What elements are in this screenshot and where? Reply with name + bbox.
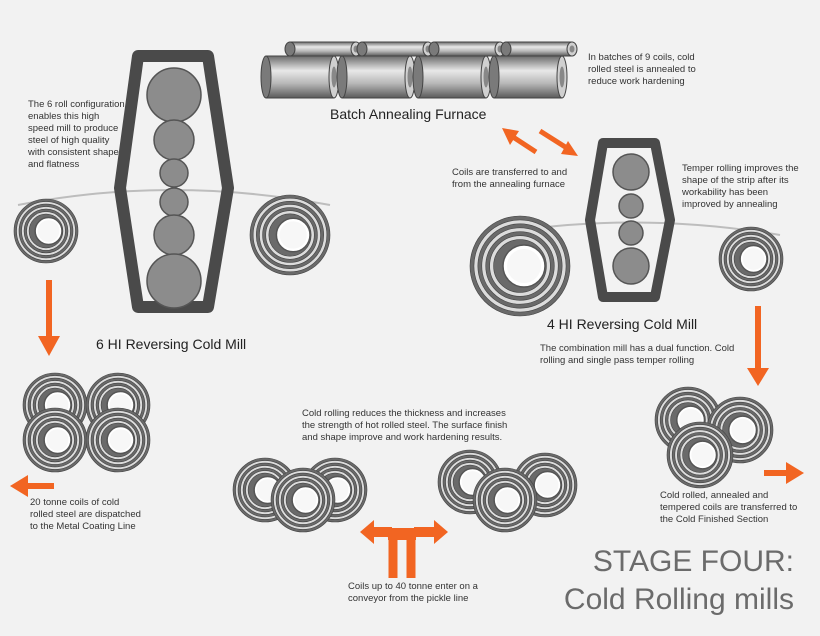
- mill-4hi-stand: [585, 138, 675, 302]
- coil-icon-finished: [666, 421, 734, 489]
- coil-icon-6hi-right: [249, 194, 331, 276]
- mill-6hi-stand: [114, 50, 234, 313]
- note-dispatch: 20 tonne coils of cold rolled steel are …: [30, 497, 141, 532]
- arrow-icon-from-furnace: [502, 128, 538, 155]
- note-combination: The combination mill has a dual function…: [540, 343, 735, 366]
- furnace-coil-icon: [488, 55, 568, 99]
- coil-icon-entry: [472, 467, 538, 533]
- stage-title: STAGE FOUR:: [592, 545, 794, 578]
- coil-group: [13, 194, 784, 533]
- furnace-coil-icon: [356, 41, 434, 57]
- arrow-icon-to-furnace: [538, 128, 578, 156]
- mill-4hi-label: 4 HI Reversing Cold Mill: [547, 316, 698, 332]
- note-batch-furnace: In batches of 9 coils, cold rolled steel…: [588, 52, 696, 87]
- coil-icon-4hi-right: [718, 226, 784, 292]
- annealing-furnace-coils: [260, 41, 578, 99]
- arrow-icon-entry-split: [360, 520, 448, 578]
- furnace-coil-icon: [336, 55, 416, 99]
- note-cold-rolling: Cold rolling reduces the thickness and i…: [302, 408, 508, 443]
- coil-icon-dispatch: [22, 407, 88, 473]
- flow-arrows: [10, 128, 804, 578]
- furnace-coil-icon: [284, 41, 362, 57]
- coil-icon-dispatch: [85, 407, 151, 473]
- coil-icon-entry: [270, 467, 336, 533]
- note-temper: Temper rolling improves the shape of the…: [682, 163, 799, 210]
- furnace-coil-icon: [428, 41, 506, 57]
- note-finished: Cold rolled, annealed and tempered coils…: [660, 490, 798, 525]
- note-transfer: Coils are transferred to and from the an…: [452, 167, 568, 190]
- furnace-coil-icon: [500, 41, 578, 57]
- note-entry: Coils up to 40 tonne enter on a conveyor…: [348, 581, 478, 604]
- mill-6hi-label: 6 HI Reversing Cold Mill: [96, 336, 247, 352]
- coil-icon-4hi-left: [469, 215, 571, 317]
- arrow-icon-down-left: [38, 280, 60, 356]
- arrow-icon-left-dispatch: [10, 475, 54, 497]
- furnace-coil-icon: [260, 55, 340, 99]
- arrow-icon-down-right: [747, 306, 769, 386]
- coil-icon-6hi-left: [13, 198, 79, 264]
- coil-icon-entry: [437, 449, 503, 515]
- arrow-icon-right-finished: [764, 462, 804, 484]
- furnace-coil-icon: [412, 55, 492, 99]
- stage-subtitle: Cold Rolling mills: [563, 583, 794, 616]
- batch-furnace-label: Batch Annealing Furnace: [330, 106, 487, 122]
- note-six-roll: The 6 roll configuration enables this hi…: [28, 99, 125, 170]
